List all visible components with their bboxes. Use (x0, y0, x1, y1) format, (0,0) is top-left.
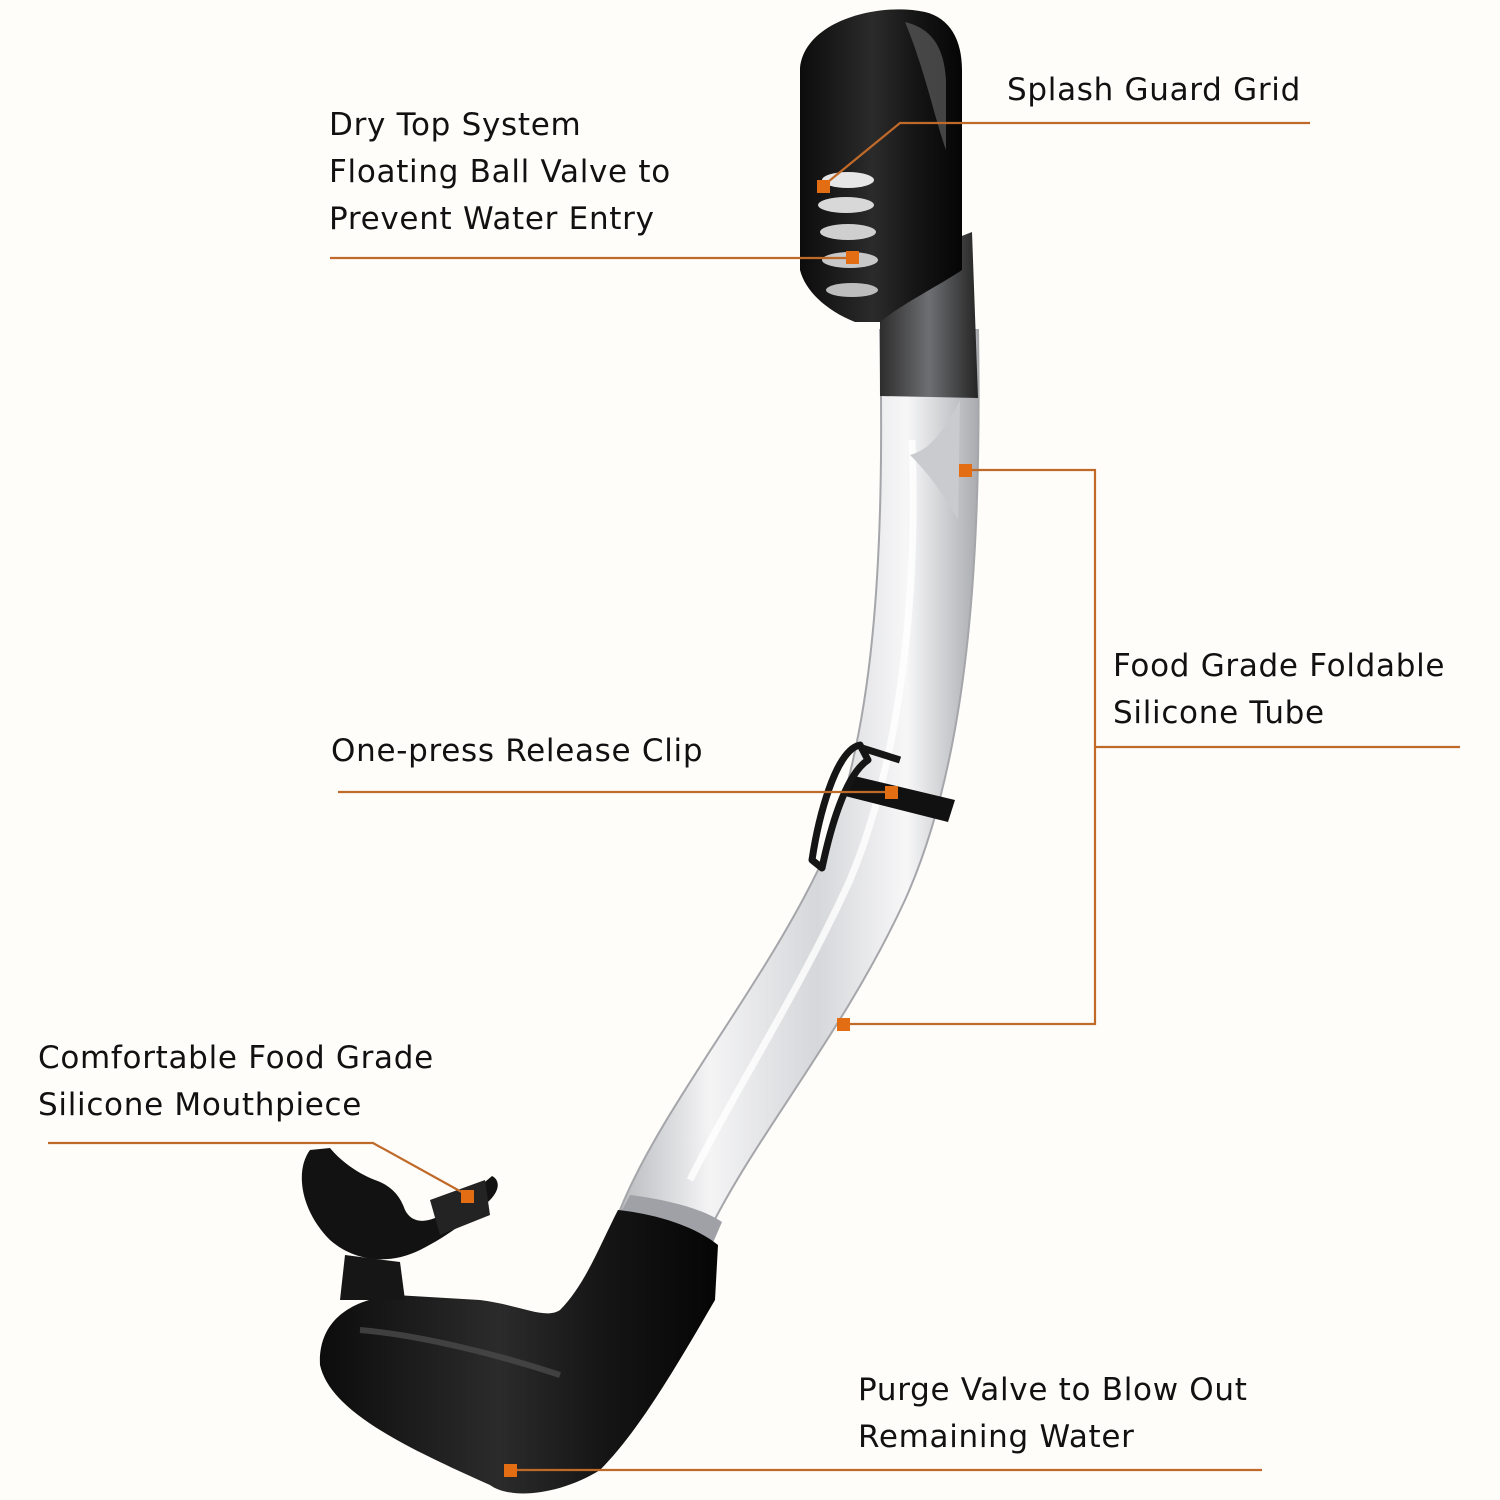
label-silicone-tube: Food Grade Foldable Silicone Tube (1113, 643, 1445, 737)
label-release-clip: One-press Release Clip (331, 728, 703, 775)
label-line: Dry Top System (329, 107, 582, 143)
label-dry-top-system: Dry Top System Floating Ball Valve to Pr… (329, 102, 671, 243)
mouthpiece-bite-tab (430, 1180, 490, 1235)
label-splash-guard-grid: Splash Guard Grid (1007, 67, 1301, 114)
leader-line-splash-guard (822, 121, 1310, 187)
clip-hook (808, 741, 872, 872)
label-line: Prevent Water Entry (329, 201, 655, 237)
release-clip (808, 741, 955, 872)
marker-tube-bottom (837, 1018, 850, 1031)
label-line: Silicone Mouthpiece (38, 1087, 363, 1123)
label-mouthpiece: Comfortable Food Grade Silicone Mouthpie… (38, 1035, 434, 1129)
head-gloss (905, 22, 946, 150)
marker-release-clip (885, 786, 898, 799)
label-line: Remaining Water (858, 1419, 1135, 1455)
clip-band (845, 775, 955, 822)
label-line: Splash Guard Grid (1007, 72, 1301, 108)
tube-highlight (686, 439, 917, 1182)
purge-gloss (359, 1327, 561, 1378)
splash-guard-grid (818, 172, 878, 297)
marker-splash-guard (817, 180, 830, 193)
label-line: Silicone Tube (1113, 695, 1325, 731)
tube-fin (910, 400, 960, 520)
label-line: Comfortable Food Grade (38, 1040, 434, 1076)
label-line: Floating Ball Valve to (329, 154, 671, 190)
marker-mouthpiece (461, 1190, 474, 1203)
clip-arm (860, 744, 902, 764)
label-line: One-press Release Clip (331, 733, 704, 769)
label-line: Food Grade Foldable (1113, 648, 1446, 684)
label-line: Purge Valve to Blow Out (858, 1372, 1248, 1408)
leader-line-mouthpiece (48, 1141, 468, 1196)
grid-slot (826, 283, 878, 297)
dry-top-head (800, 9, 962, 323)
purge-valve-body (319, 1210, 718, 1494)
marker-purge-valve (504, 1464, 517, 1477)
grid-slot (820, 224, 876, 240)
marker-dry-top (846, 251, 859, 264)
label-purge-valve: Purge Valve to Blow Out Remaining Water (858, 1367, 1248, 1461)
mouthpiece-stem (340, 1255, 405, 1300)
grid-slot (818, 197, 874, 213)
marker-tube-top (959, 464, 972, 477)
